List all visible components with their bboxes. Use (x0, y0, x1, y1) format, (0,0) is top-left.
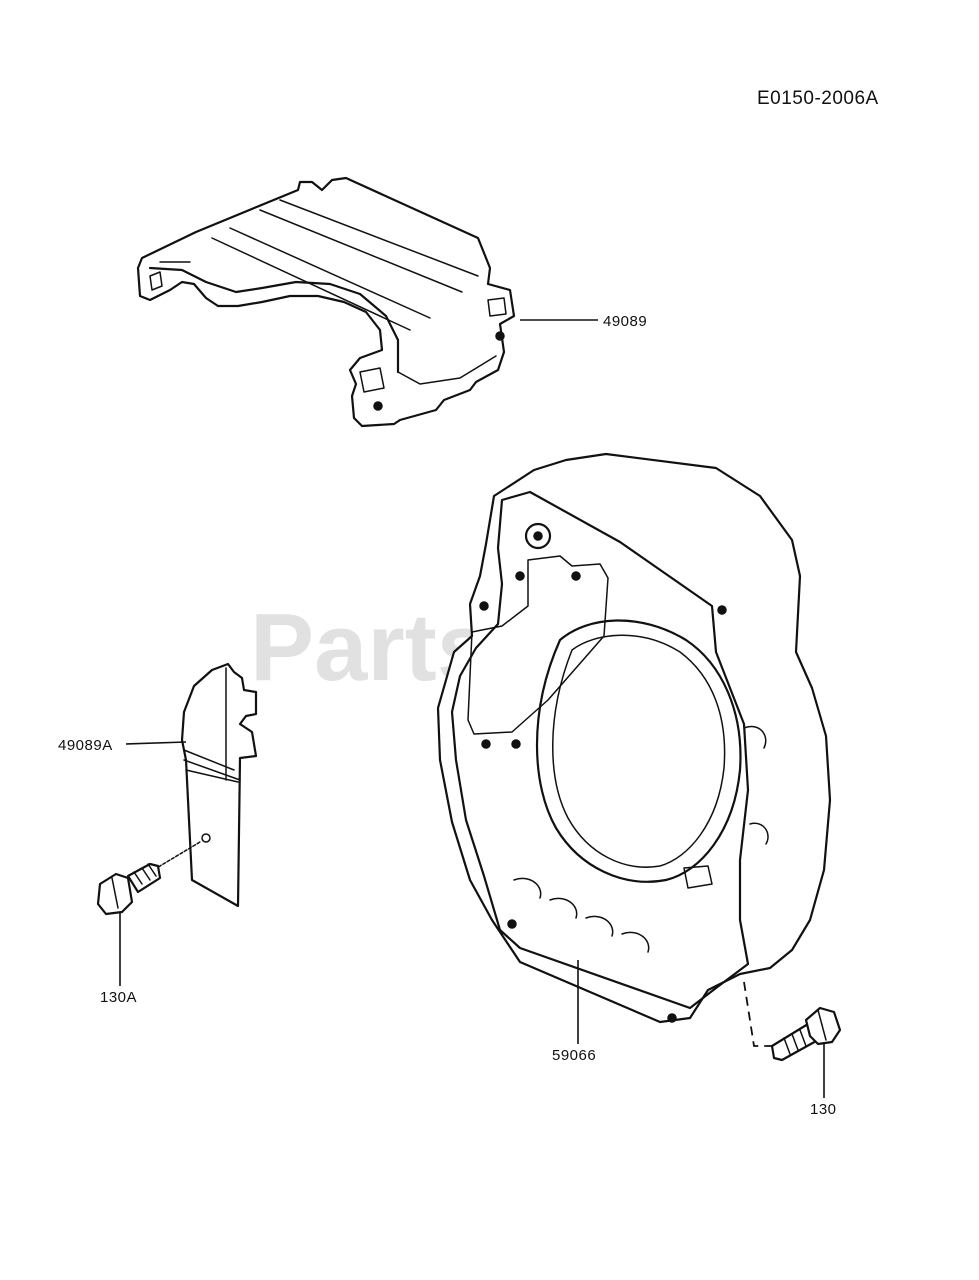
reference-code: E0150-2006A (757, 88, 879, 109)
label-130[interactable]: 130 (810, 1101, 837, 1118)
label-59066[interactable]: 59066 (552, 1047, 596, 1064)
part-59066-housing-drawing[interactable] (436, 452, 832, 1024)
part-49089-cover-drawing[interactable] (136, 176, 516, 428)
label-49089a[interactable]: 49089A (58, 737, 113, 754)
part-49089a-cover-drawing[interactable] (180, 662, 258, 908)
label-130a[interactable]: 130A (100, 989, 137, 1006)
leader-49089a (125, 741, 187, 745)
part-130a-bolt-drawing[interactable] (96, 841, 201, 916)
assembly-line-130 (743, 981, 774, 1047)
part-130-bolt-drawing[interactable] (743, 981, 842, 1062)
label-49089[interactable]: 49089 (603, 313, 647, 330)
